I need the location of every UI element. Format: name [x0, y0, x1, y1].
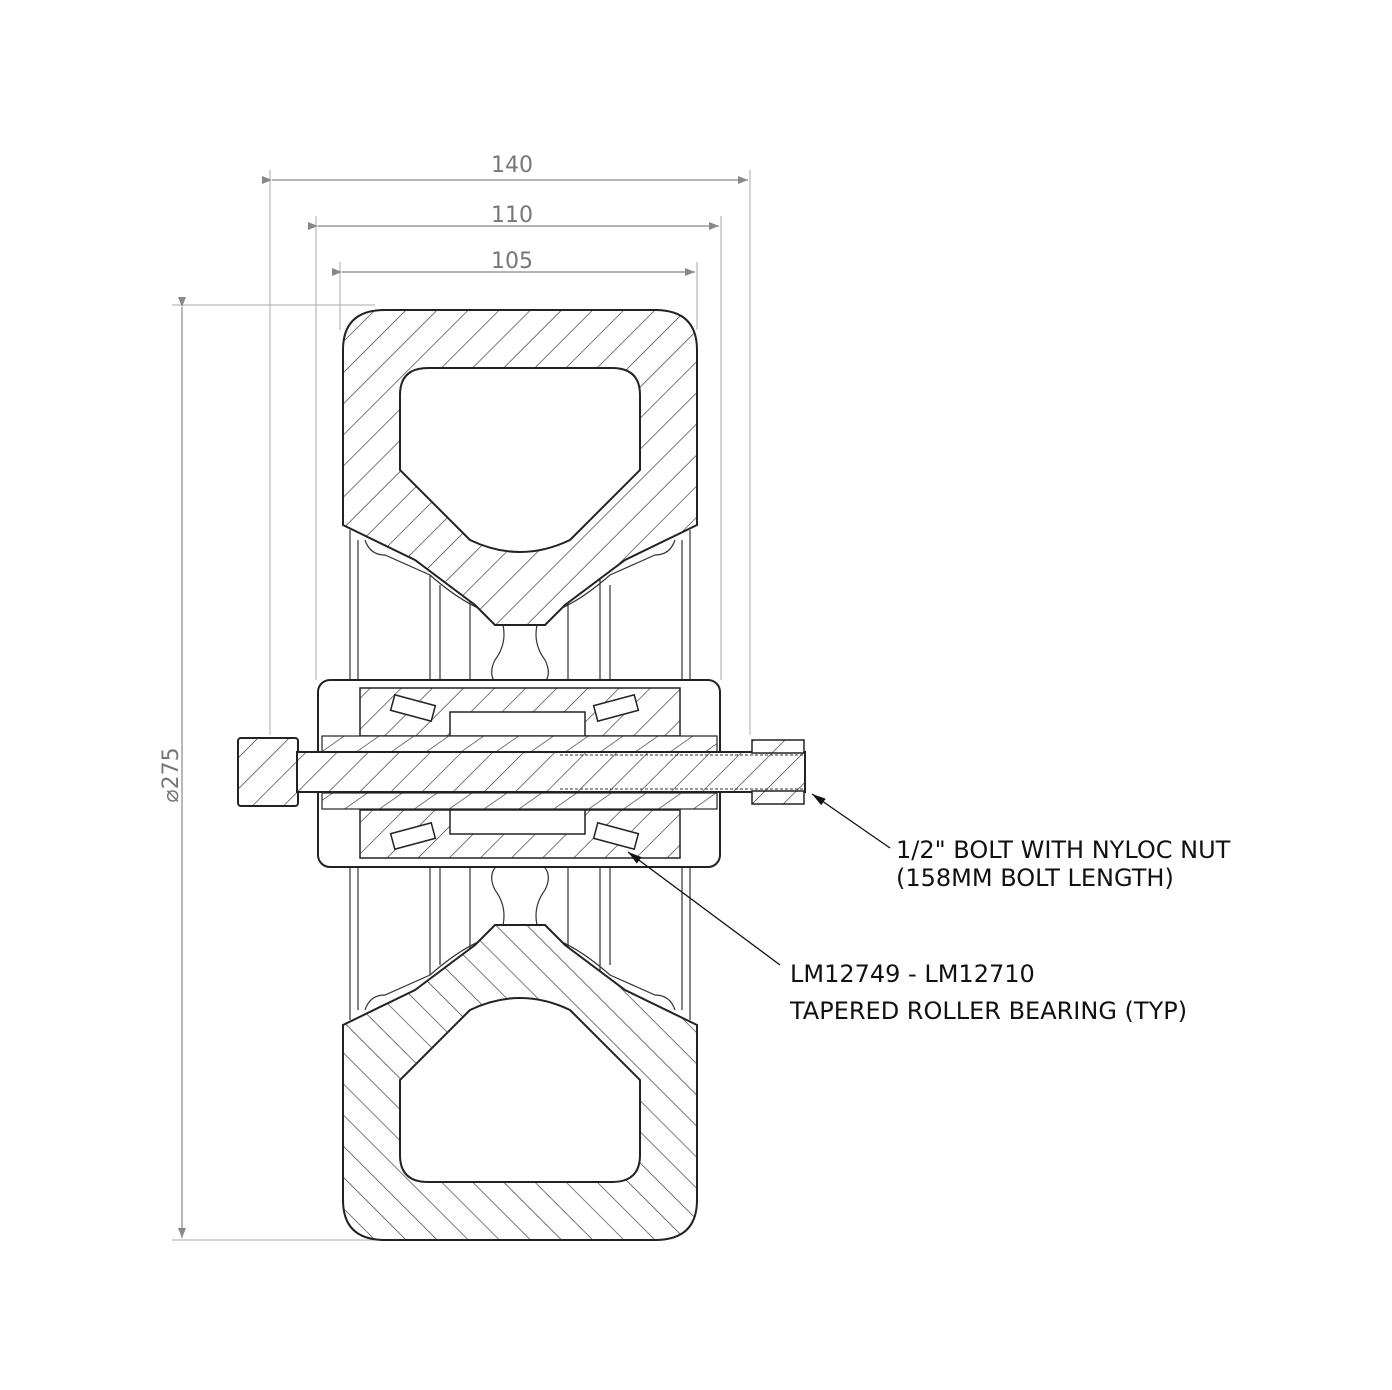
bearing-leader-line	[627, 851, 781, 966]
dimension-label-105: 105	[491, 249, 533, 274]
bolt-note-line2: (158MM BOLT LENGTH)	[896, 864, 1174, 892]
bolt-note: 1/2" BOLT WITH NYLOC NUT (158MM BOLT LEN…	[896, 836, 1231, 892]
nyloc-nut	[751, 739, 805, 805]
dimension-label-110: 110	[491, 203, 533, 228]
dimension-tire-width: 105	[332, 249, 698, 330]
bolt-leader-line	[811, 793, 891, 849]
dimension-label-140: 140	[491, 153, 533, 178]
tapered-roller-bearing	[389, 693, 640, 851]
dimension-label-275: ⌀275	[159, 747, 184, 802]
dimension-diameter: ⌀275	[159, 297, 375, 1241]
dimension-overall-width: 140	[262, 153, 751, 735]
tire-section-lower	[342, 924, 698, 1241]
bolt	[237, 737, 806, 807]
bolt-note-line1: 1/2" BOLT WITH NYLOC NUT	[896, 836, 1231, 864]
bearing-note: LM12749 - LM12710 TAPERED ROLLER BEARING…	[789, 960, 1187, 1025]
dimension-hub-width: 110	[308, 203, 722, 680]
bearing-note-line1: LM12749 - LM12710	[790, 960, 1035, 988]
bearing-note-line2: TAPERED ROLLER BEARING (TYP)	[789, 997, 1187, 1025]
tire-section-upper	[342, 309, 698, 626]
